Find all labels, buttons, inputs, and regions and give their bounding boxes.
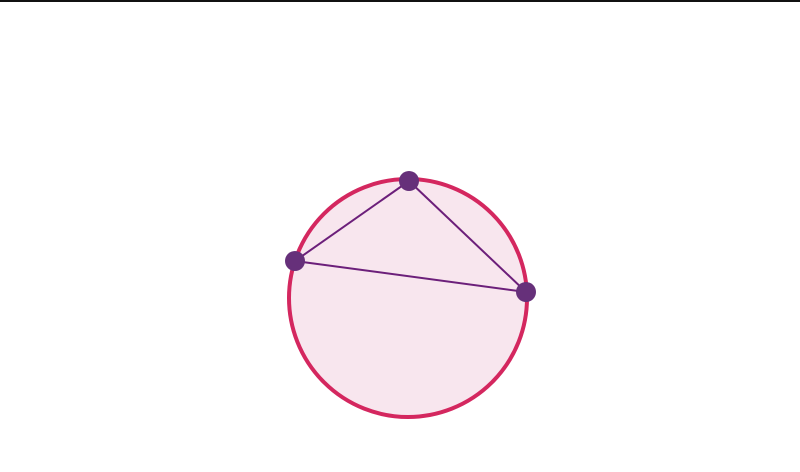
circumscribed-circle [287, 177, 529, 419]
top-border-line [0, 0, 800, 2]
triangle-side-top-right [408, 180, 527, 293]
vertex-left[interactable] [285, 251, 305, 271]
vertex-top[interactable] [399, 171, 419, 191]
vertex-right[interactable] [516, 282, 536, 302]
triangle-side-top-left [294, 180, 410, 262]
triangle-side-left-right [294, 260, 527, 293]
